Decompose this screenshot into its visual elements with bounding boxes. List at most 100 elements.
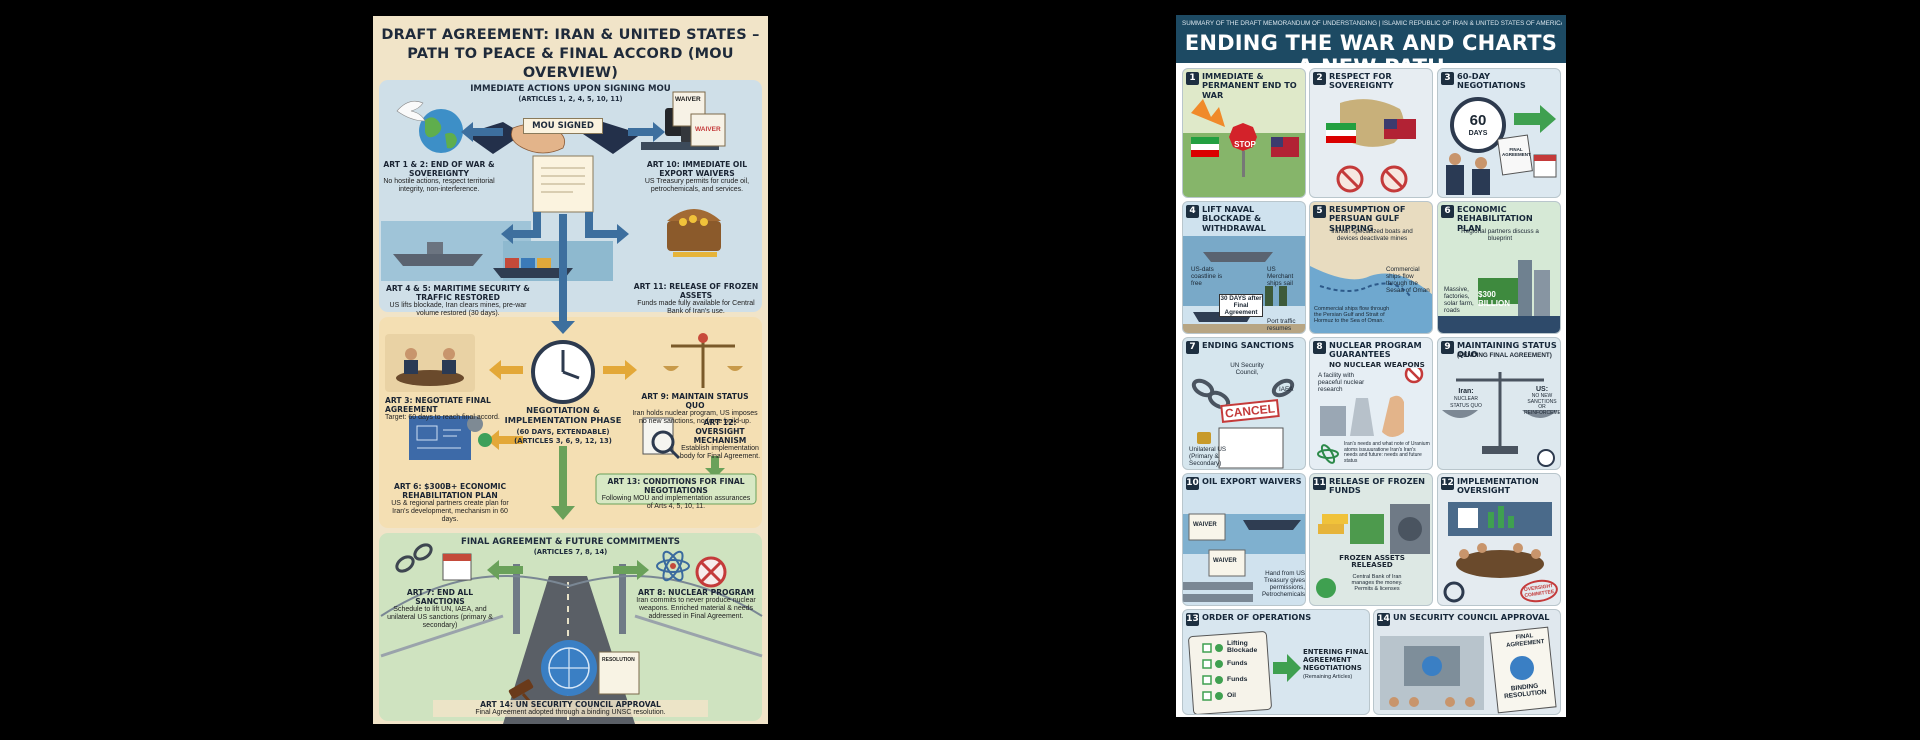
art45-callout: ART 4 & 5: MARITIME SECURITY & TRAFFIC R… — [383, 284, 533, 318]
scales-icon — [663, 333, 743, 388]
art10-desc: US Treasury permits for crude oil, petro… — [644, 178, 750, 194]
right-poster-subtitle: SUMMARY OF THE DRAFT MEMORANDUM OF UNDER… — [1182, 20, 1562, 27]
card-number: 4 — [1186, 205, 1199, 218]
card-number: 3 — [1441, 72, 1454, 85]
cargo-ship-icon — [493, 258, 573, 278]
art7-title: ART 7: END ALL SANCTIONS — [406, 588, 474, 606]
card-6-economic-plan: 6 ECONOMIC REHABILITATION PLAN Regional … — [1437, 201, 1561, 334]
funds-label-2: Funds — [1227, 676, 1248, 683]
art13-box — [595, 473, 757, 505]
art12-callout: ART 1 & 2: END OF WAR & SOVEREIGNTY No h… — [383, 160, 495, 194]
waiver-doc-1 — [1188, 513, 1226, 541]
us-no-sanctions-label: NO NEW SANCTIONS OR REINFORCEMENTS — [1524, 393, 1561, 416]
money-icon — [1350, 514, 1384, 544]
right-infographic-poster: SUMMARY OF THE DRAFT MEMORANDUM OF UNDER… — [1176, 15, 1566, 717]
card-12-oversight: 12 IMPLEMENTATION OVERSIGHT OVERSIGHT CO… — [1437, 473, 1561, 606]
card-title: RESPECT FOR SOVEREIGNTY — [1329, 71, 1394, 91]
card-12-illustration — [1443, 502, 1552, 603]
art10-callout: ART 10: IMMEDIATE OIL EXPORT WAIVERS US … — [635, 160, 759, 194]
iaea-label: IAEA — [1279, 386, 1294, 393]
card-title: MAINTAINING STATUS QUO — [1457, 340, 1557, 360]
section3-articles: (ARTICLES 7, 8, 14) — [533, 548, 608, 556]
oversight-checklist-icon — [642, 417, 681, 460]
stop-hand-icon — [1382, 395, 1404, 437]
art3-desc: Target: 60 days to reach final accord. — [385, 414, 500, 421]
card-6-illustration — [1438, 260, 1560, 333]
no-nuclear-weapons-label: NO NUCLEAR WEAPONS — [1329, 360, 1425, 369]
art13-callout: ART 13: CONDITIONS FOR FINAL NEGOTIATION… — [599, 477, 753, 511]
merchant-label: US Merchant ships sail — [1267, 266, 1294, 287]
proceed-arrow-icon — [1273, 654, 1301, 682]
title-line-2: PATH TO PEACE & FINAL ACCORD (MOU OVERVI… — [407, 46, 734, 81]
art13-arrow — [705, 456, 725, 478]
blueprint-label: Regional partners discuss a blueprint — [1461, 228, 1539, 242]
port-traffic-label: Port traffic resumes — [1267, 318, 1296, 332]
left-poster-illustrations — [380, 91, 763, 724]
card-8-illustration — [1317, 368, 1424, 464]
pipeline-icon — [1183, 582, 1253, 590]
solar-farm-icon — [1438, 316, 1560, 333]
clock-60-icon — [1450, 97, 1506, 153]
art12-desc: No hostile actions, respect territorial … — [383, 178, 495, 194]
waiver-label-2: WAIVER — [1213, 558, 1237, 564]
art12-oversight-desc: Establish implementation body for Final … — [679, 445, 761, 461]
sea-of-oman-label: Commercial ships flow through the Sesaa … — [1386, 266, 1430, 294]
art8-title: ART 8: NUCLEAR PROGRAM — [637, 588, 755, 597]
waiver-label-1: WAIVER — [675, 96, 701, 103]
card-2-sovereignty: 2 RESPECT FOR SOVEREIGNTY — [1309, 68, 1433, 198]
left-poster-title: DRAFT AGREEMENT: IRAN & UNITED STATES – … — [373, 26, 768, 83]
padlock-icon — [1197, 432, 1211, 444]
magnifier-icon — [1443, 581, 1465, 603]
card-14-illustration — [1380, 626, 1557, 714]
card-7-illustration — [1191, 378, 1295, 469]
un-security-label: UN Security Council, — [1230, 362, 1264, 376]
entering-final-negotiations-label: ENTERING FINAL AGREEMENT NEGOTIATIONS — [1303, 648, 1369, 672]
flow-arrow-down-2 — [551, 446, 575, 520]
section3-arrows — [487, 560, 649, 580]
chain-icon — [1191, 378, 1295, 410]
section1-heading: IMMEDIATE ACTIONS UPON SIGNING MOU — [470, 84, 671, 94]
art9-title: ART 9: MAINTAIN STATUS QUO — [641, 392, 749, 410]
section2-heading: NEGOTIATION & IMPLEMENTATION PHASE — [504, 405, 622, 425]
waiver-document-stamped — [690, 113, 726, 147]
title-line-1: DRAFT AGREEMENT: IRAN & UNITED STATES – — [381, 27, 760, 43]
art6-callout: ART 6: $300B+ ECONOMIC REHABILITATION PL… — [385, 482, 515, 525]
art12-oversight-title: ART 12: OVERSIGHT MECHANISM — [693, 418, 747, 445]
waiver-label-2: WAIVER — [695, 126, 721, 133]
card-number: 2 — [1313, 72, 1326, 85]
card-number: 5 — [1313, 205, 1326, 218]
conference-table-icon — [1456, 550, 1544, 578]
card-title: LIFT NAVAL BLOCKADE & WITHDRAWAL — [1202, 204, 1266, 233]
art3-callout: ART 3: NEGOTIATE FINAL AGREEMENT Target:… — [385, 396, 525, 422]
lifting-blockade-label: Lifting Blockade — [1227, 640, 1258, 655]
card-5-gulf-shipping: 5 RESUMPTION OF PERSUAN GULF SHIPPING Ir… — [1309, 201, 1433, 334]
section1-arrows — [461, 122, 665, 244]
card-number: 8 — [1313, 341, 1326, 354]
card-number: 7 — [1186, 341, 1199, 354]
un-emblem-icon — [541, 640, 597, 696]
card-title: RELEASE OF FROZEN FUNDS — [1329, 476, 1426, 496]
globe-icon — [419, 109, 463, 153]
card-number: 14 — [1377, 613, 1390, 626]
art7-callout: ART 7: END ALL SANCTIONS Schedule to lif… — [385, 588, 495, 631]
card-10-oil-waivers: 10 OIL EXPORT WAIVERS WAIVER WAIVER Hand… — [1182, 473, 1306, 606]
us-side-label: US: — [1535, 386, 1549, 393]
tanker-icon — [1243, 520, 1301, 530]
days-label: DAYS — [1468, 130, 1488, 137]
funds-label-1: Funds — [1227, 660, 1248, 667]
section3-heading: FINAL AGREEMENT & FUTURE COMMITMENTS — [460, 537, 680, 547]
thirty-days-label: 30 DAYS after Final Agreement — [1219, 294, 1263, 317]
card-5-illustration — [1310, 266, 1432, 333]
art12-oversight-callout: ART 12: OVERSIGHT MECHANISM Establish im… — [679, 418, 761, 461]
art8-callout: ART 8: NUCLEAR PROGRAM Iran commits to n… — [635, 588, 757, 622]
card-number: 10 — [1186, 477, 1199, 490]
iran-side-label: Iran: — [1458, 388, 1474, 395]
clock-icon — [531, 340, 595, 404]
card-title: 60-DAY NEGOTIATIONS — [1457, 71, 1526, 91]
negotiation-meeting-icon — [385, 334, 475, 392]
art9-desc: Iran holds nuclear program, US imposes n… — [632, 410, 758, 426]
card-3-60-day: 3 60-DAY NEGOTIATIONS 60 DAYS FINAL AGRE… — [1437, 68, 1561, 198]
card-title: OIL EXPORT WAIVERS — [1202, 476, 1302, 486]
treasury-permissions-label: Hand from US Treasury gives permissions,… — [1261, 570, 1305, 598]
card-3-illustration — [1446, 97, 1557, 195]
